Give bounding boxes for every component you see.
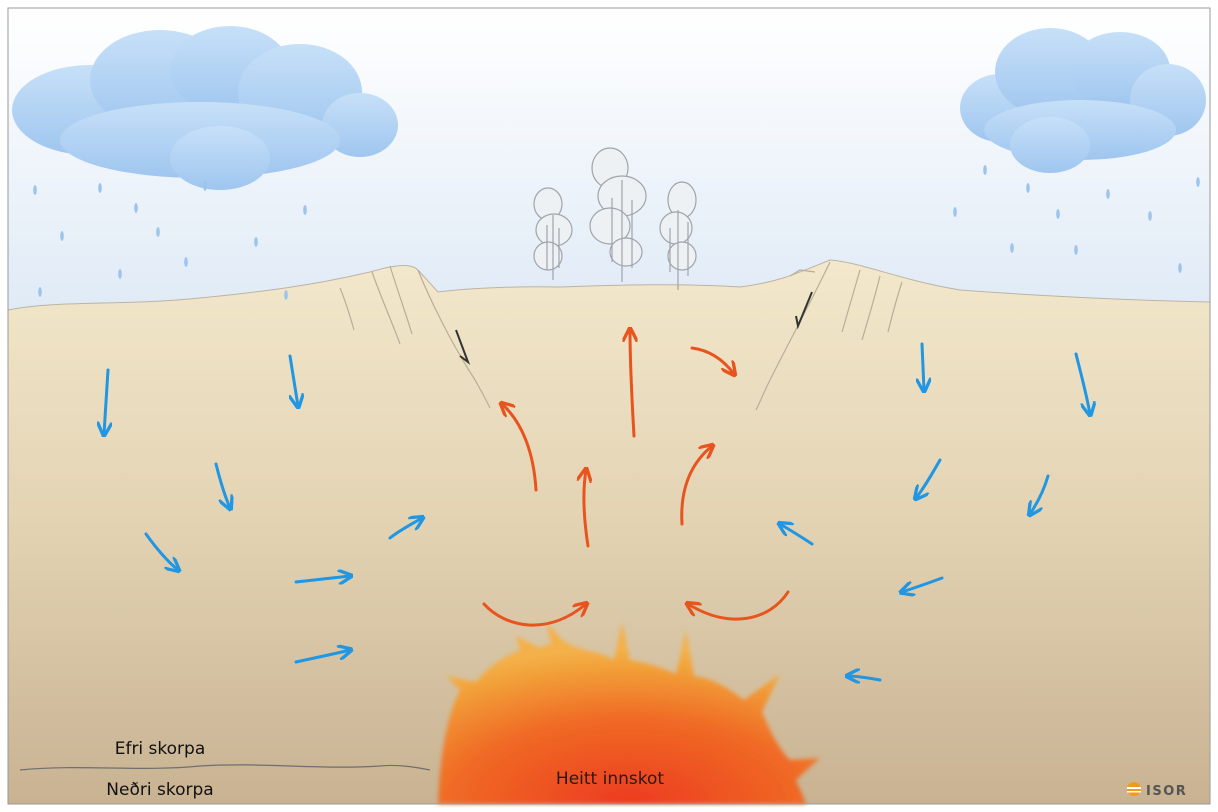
isor-logo-text: ISOR <box>1146 784 1187 799</box>
intrusion-label: Heitt innskot <box>556 769 664 789</box>
cold-arrow <box>922 344 924 390</box>
upper-crust-label: Efri skorpa <box>115 739 206 759</box>
lower-crust-label: Neðri skorpa <box>106 780 213 800</box>
